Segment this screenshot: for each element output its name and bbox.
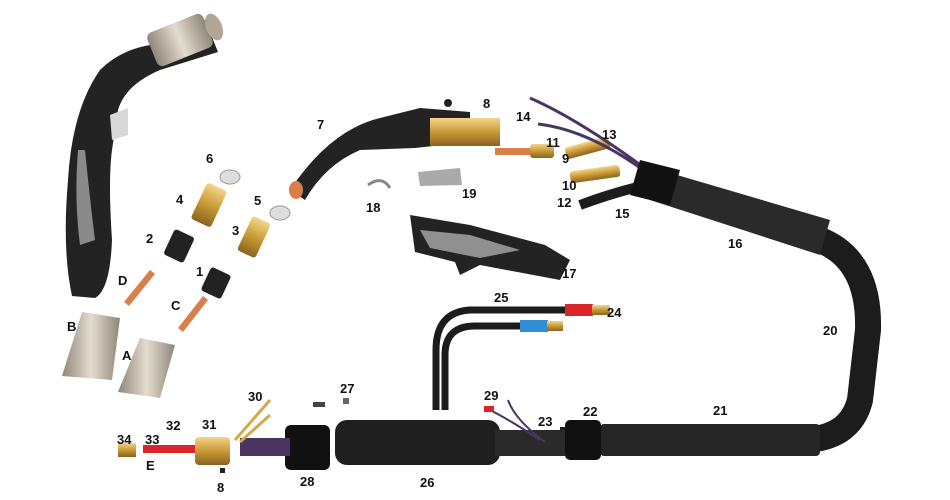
label-8-top: 8 bbox=[483, 96, 490, 111]
part-1 bbox=[201, 267, 231, 299]
part-8-bottom bbox=[220, 468, 225, 473]
wires-13 bbox=[529, 96, 651, 177]
part-18 bbox=[367, 179, 392, 189]
part-22 bbox=[565, 420, 601, 460]
label-20: 20 bbox=[823, 323, 837, 338]
part-8-top bbox=[444, 99, 452, 107]
label-25: 25 bbox=[494, 290, 508, 305]
label-23: 23 bbox=[538, 414, 552, 429]
cable-21 bbox=[600, 424, 820, 456]
cable-sleeve-16 bbox=[650, 170, 830, 255]
nozzle-b bbox=[62, 312, 120, 380]
part-34 bbox=[118, 443, 136, 457]
label-7: 7 bbox=[317, 117, 324, 132]
label-19: 19 bbox=[462, 186, 476, 201]
label-9: 9 bbox=[562, 151, 569, 166]
part-6 bbox=[219, 169, 241, 185]
label-6: 6 bbox=[206, 151, 213, 166]
torch-neck bbox=[289, 108, 554, 200]
part-15 bbox=[630, 160, 680, 205]
part-labels: 1 2 3 4 5 6 7 8 8 9 10 11 12 13 14 15 16… bbox=[67, 96, 837, 495]
cable-20 bbox=[560, 172, 882, 453]
assembled-torch bbox=[65, 13, 224, 298]
label-28: 28 bbox=[300, 474, 314, 489]
label-14: 14 bbox=[516, 109, 531, 124]
fitting-blue-brass bbox=[547, 321, 563, 331]
label-30: 30 bbox=[248, 389, 262, 404]
connector-body bbox=[240, 438, 290, 456]
label-e: E bbox=[146, 458, 155, 473]
label-18: 18 bbox=[366, 200, 380, 215]
part-27 bbox=[343, 398, 349, 404]
label-34: 34 bbox=[117, 432, 132, 447]
rear-handle-26 bbox=[335, 420, 500, 465]
label-17: 17 bbox=[562, 266, 576, 281]
label-10: 10 bbox=[562, 178, 576, 193]
part-27b bbox=[313, 402, 325, 407]
part-19 bbox=[418, 168, 462, 186]
label-4: 4 bbox=[176, 192, 184, 207]
part-3 bbox=[237, 216, 271, 258]
label-8-bottom: 8 bbox=[217, 480, 224, 495]
label-16: 16 bbox=[728, 236, 742, 251]
label-13: 13 bbox=[602, 127, 616, 142]
label-24: 24 bbox=[607, 305, 622, 320]
label-c: C bbox=[171, 298, 181, 313]
part-4 bbox=[191, 183, 227, 227]
label-22: 22 bbox=[583, 404, 597, 419]
nozzle-a bbox=[118, 338, 175, 398]
label-33: 33 bbox=[145, 432, 159, 447]
fitting-red bbox=[565, 304, 593, 316]
label-2: 2 bbox=[146, 231, 153, 246]
label-31: 31 bbox=[202, 417, 216, 432]
part-31 bbox=[195, 437, 230, 465]
contact-tip-c bbox=[178, 296, 208, 332]
label-b: B bbox=[67, 319, 76, 334]
label-1: 1 bbox=[196, 264, 203, 279]
label-21: 21 bbox=[713, 403, 727, 418]
label-5: 5 bbox=[254, 193, 261, 208]
wires-30 bbox=[233, 399, 272, 444]
label-12: 12 bbox=[557, 195, 571, 210]
label-11: 11 bbox=[546, 135, 560, 150]
label-32: 32 bbox=[166, 418, 180, 433]
fitting-blue bbox=[520, 320, 548, 332]
contact-tip-d bbox=[124, 270, 155, 306]
label-26: 26 bbox=[420, 475, 434, 490]
label-3: 3 bbox=[232, 223, 239, 238]
nut-28 bbox=[285, 425, 330, 470]
label-d: D bbox=[118, 273, 127, 288]
label-27: 27 bbox=[340, 381, 354, 396]
label-a: A bbox=[122, 348, 132, 363]
hose-25 bbox=[432, 306, 570, 410]
label-15: 15 bbox=[615, 206, 629, 221]
part-33 bbox=[143, 445, 195, 453]
label-29: 29 bbox=[484, 388, 498, 403]
part-5 bbox=[269, 205, 291, 221]
fitting-10 bbox=[569, 164, 621, 184]
part-2 bbox=[164, 229, 194, 263]
fitting-red-brass bbox=[592, 305, 610, 315]
